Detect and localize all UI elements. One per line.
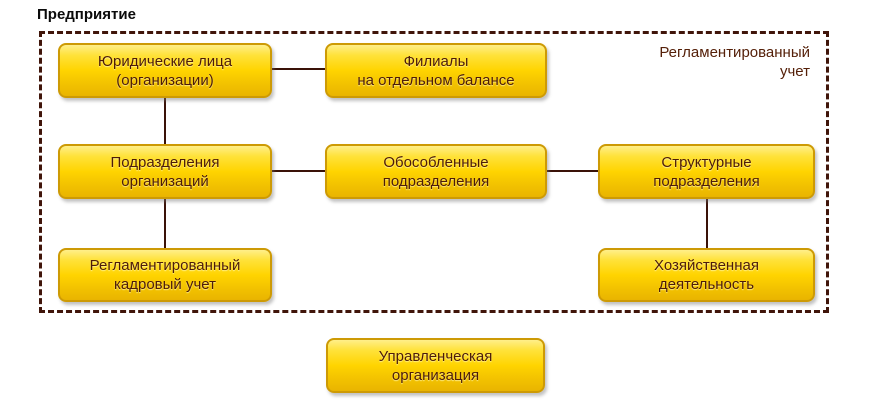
node-business-activity: Хозяйственная деятельность: [598, 248, 815, 302]
node-management-org: Управленческая организация: [326, 338, 545, 393]
node-branches: Филиалы на отдельном балансе: [325, 43, 547, 98]
connector-legal-entities-org-divisions: [164, 98, 166, 144]
connector-structural-divisions-business-activity: [706, 199, 708, 248]
connector-org-divisions-separate-divisions: [272, 170, 325, 172]
node-regulated-hr: Регламентированный кадровый учет: [58, 248, 272, 302]
node-separate-divisions: Обособленные подразделения: [325, 144, 547, 199]
connector-separate-divisions-structural-divisions: [547, 170, 598, 172]
connector-org-divisions-regulated-hr: [164, 199, 166, 248]
node-structural-divisions: Структурные подразделения: [598, 144, 815, 199]
node-org-divisions: Подразделения организаций: [58, 144, 272, 199]
diagram-title: Предприятие: [37, 6, 136, 23]
regulated-accounting-frame: Регламентированный учет: [39, 31, 829, 313]
frame-label: Регламентированный учет: [659, 44, 810, 80]
node-legal-entities: Юридические лица (организации): [58, 43, 272, 98]
connector-legal-entities-branches: [272, 68, 325, 70]
